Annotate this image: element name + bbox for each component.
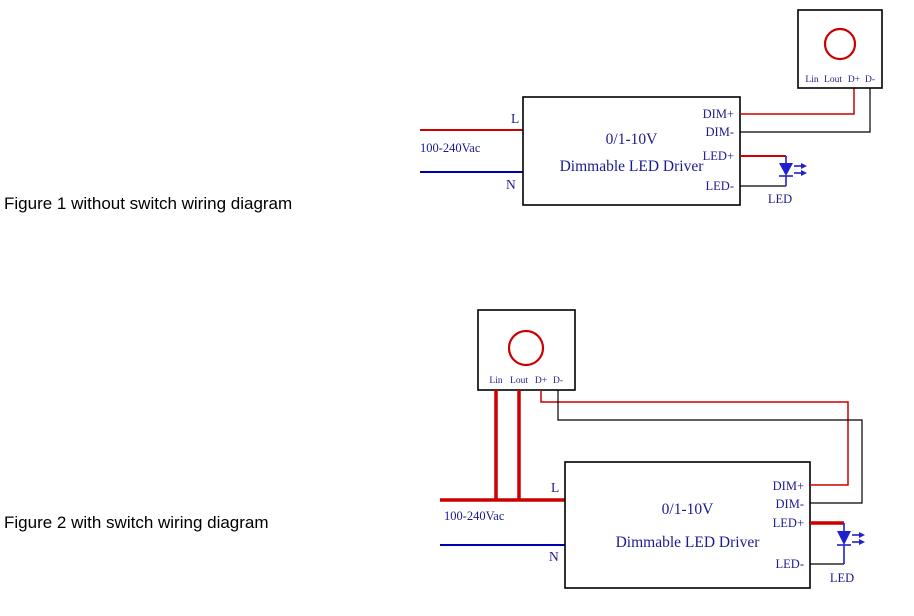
fig1-dimmer-terminal-lin: Lin	[805, 75, 818, 85]
fig1-terminal-led-plus-label: LED+	[703, 149, 734, 163]
figure1-diagram: L 100-240Vac N 0/1-10V Dimmable LED Driv…	[420, 9, 883, 206]
fig1-live-label: L	[511, 111, 519, 126]
fig2-dimmer-terminal-dplus: D+	[535, 376, 547, 386]
fig2-dim-minus-wire	[557, 390, 863, 504]
figure2-diagram: Lin Lout D+ D- L 100-240Vac N 0/1-10V Di…	[440, 309, 865, 589]
fig1-dimmer-terminal-lout: Lout	[824, 75, 842, 85]
fig2-led-icon	[837, 523, 865, 564]
fig2-terminal-led-plus-label: LED+	[773, 516, 804, 530]
fig2-terminal-dim-minus-label: DIM-	[776, 497, 804, 511]
figure2-caption: Figure 2 with switch wiring diagram	[4, 513, 269, 532]
fig1-led-label: LED	[768, 192, 792, 206]
figure1-caption: Figure 1 without switch wiring diagram	[4, 194, 293, 213]
fig2-dimmer-box	[477, 309, 576, 391]
fig2-led-label: LED	[830, 571, 854, 585]
fig1-dimmer-box	[797, 9, 883, 89]
fig2-dimmer-terminal-dminus: D-	[553, 376, 563, 386]
fig2-dim-plus-wire	[540, 390, 849, 486]
fig2-dimmer-terminal-lin: Lin	[489, 376, 502, 386]
fig1-terminal-dim-minus-label: DIM-	[706, 125, 734, 139]
fig1-neutral-label: N	[506, 177, 516, 192]
fig1-driver-title-line1: 0/1-10V	[606, 131, 658, 148]
fig1-dim-minus-wire	[740, 88, 871, 133]
fig1-dimmer-terminal-dminus: D-	[865, 75, 875, 85]
fig1-dimmer-knob-icon	[823, 27, 857, 61]
fig1-driver-title-line2: Dimmable LED Driver	[560, 158, 705, 175]
fig2-driver-title-line2: Dimmable LED Driver	[616, 534, 761, 551]
fig2-voltage-label: 100-240Vac	[444, 509, 505, 523]
fig1-led-icon	[779, 156, 807, 186]
fig2-driver-box	[564, 461, 811, 589]
fig2-dimmer-terminal-lout: Lout	[510, 376, 528, 386]
fig2-dimmer-knob-icon	[507, 329, 545, 367]
fig1-dimmer-terminal-dplus: D+	[848, 75, 860, 85]
fig1-driver-box	[522, 96, 741, 206]
fig1-voltage-label: 100-240Vac	[420, 141, 481, 155]
fig2-driver-title-line1: 0/1-10V	[662, 501, 714, 518]
fig2-terminal-led-minus-label: LED-	[776, 557, 804, 571]
fig1-terminal-led-minus-label: LED-	[706, 179, 734, 193]
fig2-neutral-label: N	[549, 549, 559, 564]
fig2-live-label: L	[551, 480, 559, 495]
fig1-dim-plus-wire	[740, 88, 855, 115]
fig1-terminal-dim-plus-label: DIM+	[703, 107, 734, 121]
fig2-terminal-dim-plus-label: DIM+	[773, 479, 804, 493]
